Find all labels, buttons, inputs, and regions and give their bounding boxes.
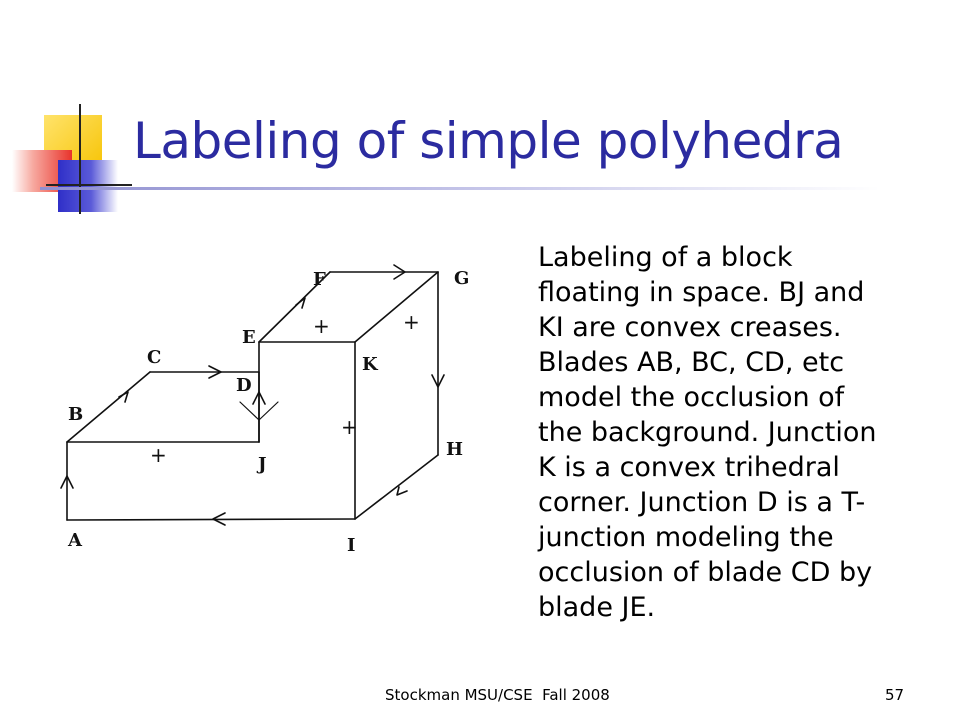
arrow-AB bbox=[60, 475, 74, 489]
blade-EF bbox=[258, 271, 331, 343]
vertex-label-E: E bbox=[242, 327, 256, 348]
blade-IA bbox=[66, 518, 356, 521]
arrow-IA bbox=[212, 512, 226, 526]
body-line: KI are convex creases. bbox=[538, 312, 842, 343]
body-line: corner. Junction D is a T- bbox=[538, 487, 866, 518]
convex-mark-crease-KI: + bbox=[341, 415, 358, 439]
arrow-GH bbox=[431, 374, 445, 388]
arrow-CD bbox=[208, 365, 222, 379]
arrow-HI bbox=[396, 486, 408, 496]
page-number: 57 bbox=[885, 686, 905, 704]
convex-mark-top-left: + bbox=[313, 314, 330, 338]
block-labeling-diagram: A B C D E F G H I J K + + + + bbox=[60, 264, 469, 556]
vertex-label-C: C bbox=[147, 347, 161, 368]
body-line: floating in space. BJ and bbox=[538, 277, 865, 308]
vertex-label-B: B bbox=[68, 404, 83, 425]
vertex-label-A: A bbox=[67, 530, 83, 551]
slide-body-text: Labeling of a block floating in space. B… bbox=[538, 240, 918, 625]
deco-horizontal-line bbox=[46, 184, 132, 186]
deco-blue-square bbox=[58, 160, 118, 212]
vertex-label-D: D bbox=[236, 375, 252, 396]
arrow-JE bbox=[252, 391, 266, 405]
body-line: occlusion of blade CD by bbox=[538, 557, 873, 588]
blade-BC bbox=[66, 371, 151, 443]
convex-mark-top-right: + bbox=[403, 310, 420, 334]
arrow-BC bbox=[118, 391, 129, 403]
arrow-FG bbox=[393, 264, 406, 280]
convex-mark-bottom-face: + bbox=[150, 443, 167, 467]
edge-KG bbox=[354, 271, 439, 343]
body-line: blade JE. bbox=[538, 592, 656, 623]
deco-vertical-line bbox=[79, 104, 81, 214]
blade-HI bbox=[354, 454, 439, 520]
body-line: Blades AB, BC, CD, etc bbox=[538, 347, 845, 378]
vertex-label-J: J bbox=[256, 454, 267, 475]
body-line: the background. Junction bbox=[538, 417, 877, 448]
slide-title: Labeling of simple polyhedra bbox=[133, 112, 844, 170]
vertex-label-G: G bbox=[454, 268, 469, 289]
arrow-tail-D bbox=[239, 401, 279, 421]
body-line: Labeling of a block bbox=[538, 242, 793, 273]
body-line: model the occlusion of bbox=[538, 382, 845, 413]
slide-footer: Stockman MSU/CSE Fall 2008 bbox=[385, 686, 610, 704]
title-underline bbox=[40, 187, 880, 190]
vertex-label-H: H bbox=[446, 439, 463, 460]
body-line: junction modeling the bbox=[538, 522, 834, 553]
vertex-label-I: I bbox=[347, 535, 355, 556]
vertex-label-K: K bbox=[362, 354, 379, 375]
vertex-label-F: F bbox=[313, 269, 326, 290]
body-line: K is a convex trihedral bbox=[538, 452, 840, 483]
arrow-EF bbox=[295, 297, 306, 309]
